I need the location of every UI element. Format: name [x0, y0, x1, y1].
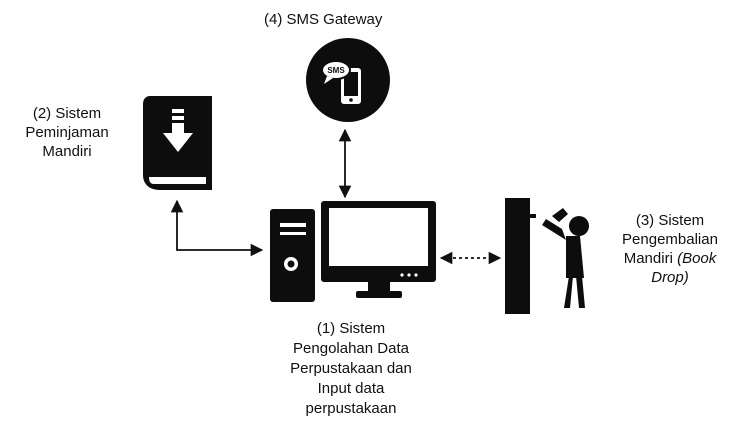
main-system-label-line: Input data — [317, 380, 385, 397]
person-book-drop-icon — [505, 198, 589, 314]
book-drop-label: (3) Sistem Pengembalian Mandiri (Book Dr… — [606, 211, 734, 287]
main-system-label-line: (1) Sistem — [316, 320, 386, 337]
self-borrow-label-line: Mandiri — [42, 143, 92, 160]
connectors — [170, 128, 502, 265]
main-system-label-line: Pengolahan Data — [293, 340, 409, 357]
book-drop-label-italic: (Book — [677, 250, 717, 267]
self-borrow-label-line: Peminjaman — [25, 124, 109, 141]
self-borrow-label: (2) Sistem Peminjaman Mandiri — [2, 104, 132, 161]
book-drop-label-line: Pengembalian — [622, 231, 718, 248]
book-drop-label-line: (3) Sistem — [635, 212, 705, 229]
sms-gateway-label: (4) SMS Gateway — [264, 11, 383, 28]
desktop-computer-icon — [270, 201, 436, 302]
sms-phone-icon: SMS — [306, 38, 390, 122]
book-download-icon — [143, 96, 212, 190]
borrow-to-computer-arrow — [170, 199, 264, 257]
book-drop-label-text: Mandiri — [623, 250, 678, 267]
self-borrow-label-line: (2) Sistem — [32, 105, 102, 122]
book-drop-label-line: Mandiri (Book — [606, 249, 734, 268]
sms-badge-text: SMS — [327, 66, 345, 75]
book-drop-label-line: Drop) — [651, 269, 689, 286]
main-system-label: (1) Sistem Pengolahan Data Perpustakaan … — [262, 319, 440, 419]
main-system-label-line: Perpustakaan dan — [290, 360, 412, 377]
main-system-label-line: perpustakaan — [305, 400, 397, 417]
